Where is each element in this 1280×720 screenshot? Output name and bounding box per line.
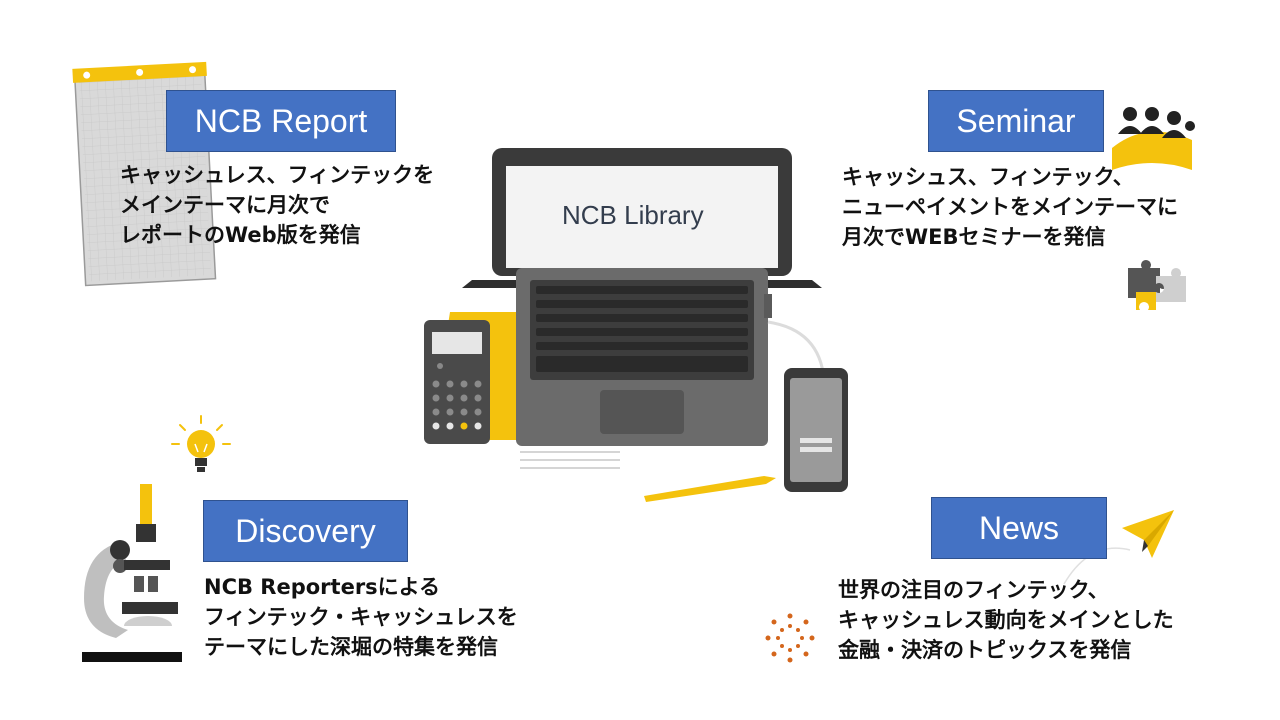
seminar-label[interactable]: Seminar	[928, 90, 1104, 152]
discovery-label-text: Discovery	[235, 512, 376, 549]
seminar-label-text: Seminar	[956, 102, 1076, 139]
news-line-2: キャッシュレス動向をメインとした	[838, 608, 1174, 632]
ncb-report-line-3: レポートのWeb版を発信	[120, 223, 361, 247]
sparkle-icon	[765, 613, 815, 663]
seminar-description: キャッシュス、フィンテック、 ニューペイメントをメインテーマに 月次でWEBセミ…	[842, 162, 1178, 252]
ncb-report-line-2: メインテーマに月次で	[120, 193, 330, 217]
seminar-line-3: 月次でWEBセミナーを発信	[842, 225, 1106, 249]
ncb-report-label[interactable]: NCB Report	[166, 90, 396, 152]
smartphone-icon	[784, 368, 848, 492]
people-icon	[1112, 107, 1195, 170]
discovery-line-1: NCB Reportersによる	[204, 575, 441, 599]
center-title: NCB Library	[562, 200, 704, 230]
microscope-icon	[82, 484, 182, 662]
discovery-label[interactable]: Discovery	[203, 500, 408, 562]
ncb-report-description: キャッシュレス、フィンテックを メインテーマに月次で レポートのWeb版を発信	[120, 160, 434, 250]
news-line-3: 金融・決済のトピックスを発信	[838, 638, 1132, 662]
discovery-line-2: フィンテック・キャッシュレスを	[204, 605, 518, 629]
calculator-icon	[424, 320, 490, 444]
news-label-text: News	[978, 509, 1059, 546]
lightbulb-icon	[171, 415, 231, 472]
ncb-report-line-1: キャッシュレス、フィンテックを	[120, 163, 435, 187]
seminar-line-2: ニューペイメントをメインテーマに	[842, 195, 1178, 219]
ncb-report-label-text: NCB Report	[194, 102, 368, 139]
discovery-line-3: テーマにした深堀の特集を発信	[204, 635, 498, 659]
discovery-description: NCB Reportersによる フィンテック・キャッシュレスを テーマにした深…	[204, 572, 518, 662]
news-line-1: 世界の注目のフィンテック、	[838, 578, 1109, 602]
puzzle-icon	[1128, 260, 1186, 310]
news-label[interactable]: News	[931, 497, 1107, 559]
pencil-icon	[644, 476, 776, 502]
paper-plane-icon	[1122, 510, 1174, 558]
seminar-line-1: キャッシュス、フィンテック、	[842, 165, 1134, 189]
news-description: 世界の注目のフィンテック、 キャッシュレス動向をメインとした 金融・決済のトピッ…	[838, 575, 1174, 665]
